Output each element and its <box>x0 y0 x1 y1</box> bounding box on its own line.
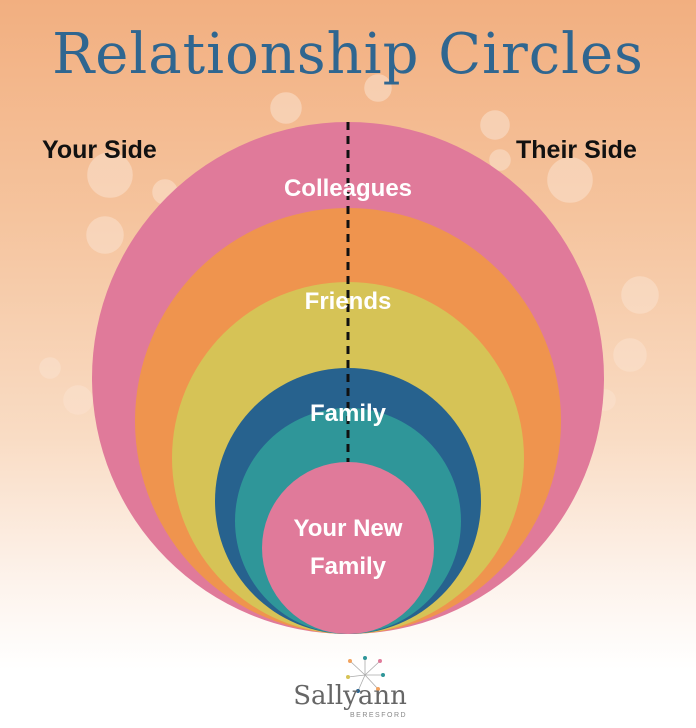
dandelion-icon <box>346 656 385 693</box>
sallyann-logo: Sallyann BERESFORD <box>290 655 410 725</box>
page-title: Relationship Circles <box>52 22 644 87</box>
label-family: Family <box>309 400 387 427</box>
circle-your-new-family <box>262 462 434 634</box>
label-your-new-family-line2: Family <box>309 553 387 580</box>
logo-name: Sallyann <box>293 681 407 711</box>
label-your-new-family-line1: Your New <box>293 515 403 542</box>
logo-subtitle: BERESFORD <box>350 712 408 719</box>
label-friends: Friends <box>304 288 392 315</box>
your-side-label: Your Side <box>42 136 157 164</box>
their-side-label: Their Side <box>516 136 637 164</box>
label-colleagues: Colleagues <box>283 175 413 202</box>
